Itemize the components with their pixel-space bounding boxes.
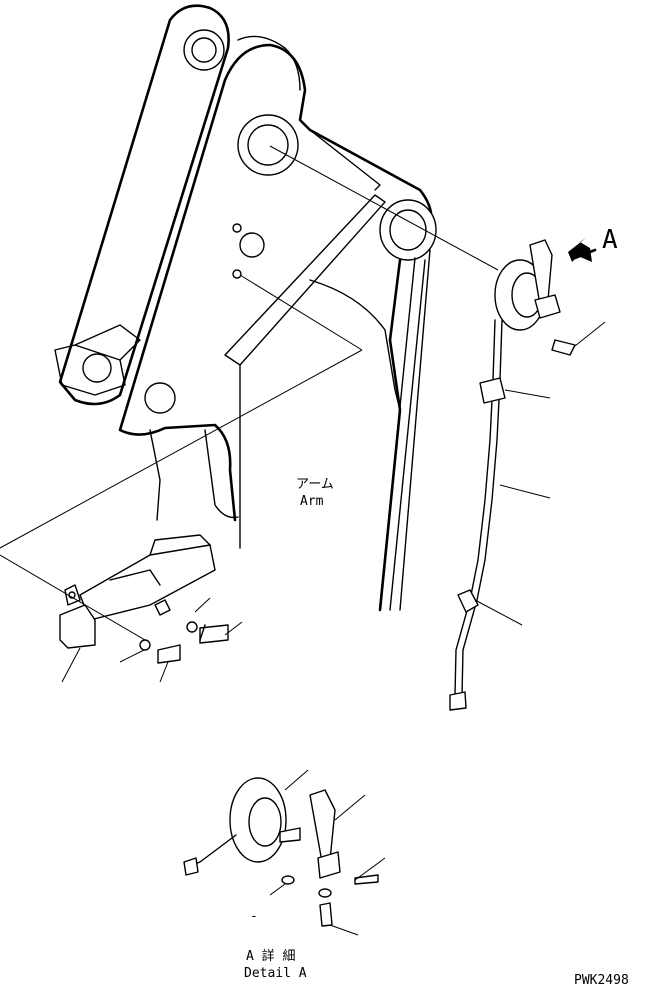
view-marker-label: A [602, 225, 618, 255]
dash-mark: - [250, 909, 258, 924]
drawing-number: PWK2498 [574, 973, 629, 988]
arm-inner-plate [224, 194, 437, 611]
bracket-assembly [59, 534, 243, 683]
detail-label-en: Detail A [244, 966, 307, 981]
arm-label-jp: アーム [296, 477, 334, 492]
detail-label-jp: A 詳 細 [246, 948, 295, 964]
arrow-left-down-icon [568, 238, 592, 262]
detail-a-assembly [183, 769, 386, 936]
angle-sensor-assembly [449, 239, 606, 711]
leader-lines [0, 145, 499, 641]
arm-label-en: Arm [300, 494, 324, 509]
boom-back-plate [54, 4, 230, 406]
arm-main-plate [118, 35, 433, 612]
